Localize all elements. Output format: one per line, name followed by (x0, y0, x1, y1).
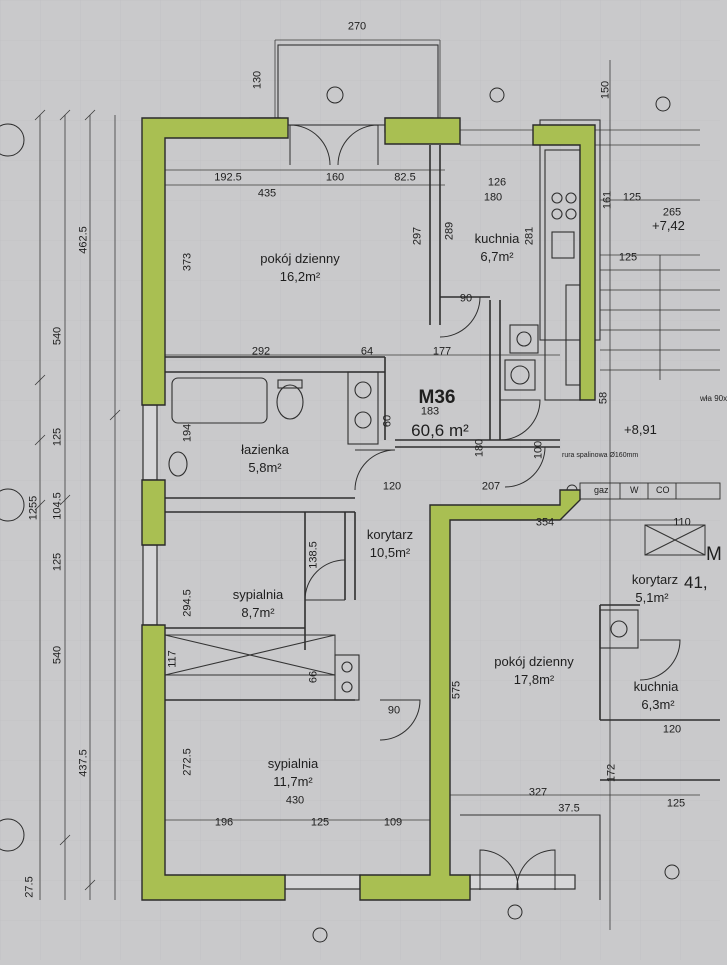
dim-v: 1255 (27, 495, 40, 521)
dim-h: 183 (420, 405, 440, 418)
room-kitchen-area: 6,7m² (480, 249, 514, 264)
dim-h: 64 (360, 345, 374, 358)
dim-h: 196 (214, 816, 234, 829)
dim-h: 109 (383, 816, 403, 829)
dim-v: 294.5 (181, 589, 194, 617)
room-n-kitchen-area: 6,3m² (641, 697, 675, 712)
dim-h: 177 (432, 345, 452, 358)
dim-h: 192.5 (214, 171, 242, 184)
wardrobe (164, 524, 706, 676)
room-n-living-area: 17,8m² (513, 672, 555, 687)
dim-h: 126 (487, 176, 507, 189)
dim-h: 265 (662, 206, 682, 219)
room-n-kitchen-name: kuchnia (633, 679, 679, 694)
dim-v: 58 (597, 391, 610, 405)
dim-h: 82.5 (394, 171, 416, 184)
dim-v: 462.5 (77, 226, 90, 254)
room-corridor-name: korytarz (366, 527, 414, 542)
dim-v: 66 (307, 670, 320, 684)
dim-v: 100 (532, 440, 545, 460)
dimension-lines (39, 39, 700, 930)
dim-v: 373 (181, 252, 194, 272)
dimension-ticks (34, 109, 121, 891)
door-swings (289, 124, 681, 891)
dim-v: 281 (523, 226, 536, 246)
dim-v: 117 (166, 650, 179, 668)
room-bedroom2-area: 11,7m² (273, 774, 313, 789)
neighbor-unit-id: M (706, 544, 722, 565)
load-bearing-walls (141, 117, 596, 901)
dim-v: 125 (51, 552, 64, 572)
dim-v: 540 (51, 326, 64, 346)
dim-h: 90 (459, 292, 473, 305)
room-living-area: 16,2m² (279, 269, 321, 284)
level-marker: +8,91 (624, 422, 657, 437)
dim-h: 37.5 (558, 802, 580, 815)
dim-v: 575 (450, 680, 463, 700)
neighbor-unit-area: 41, (684, 573, 708, 592)
room-bedroom2-name: sypialnia (267, 756, 319, 771)
dim-h: 125 (618, 251, 638, 264)
dim-h: 90 (387, 704, 401, 717)
grid-axis-markers (0, 86, 680, 943)
dim-h: 435 (257, 187, 277, 200)
room-kitchen-name: kuchnia (474, 231, 520, 246)
room-n-corridor-name: korytarz (631, 572, 679, 587)
room-bedroom1-area: 8,7m² (241, 605, 275, 620)
room-corridor-area: 10,5m² (369, 545, 411, 560)
dim-h: 125 (310, 816, 330, 829)
room-bathroom-name: łazienka (241, 442, 289, 457)
wall-panel-note: wła 90x (700, 394, 727, 403)
room-living-name: pokój dzienny (260, 251, 340, 266)
dim-h: 125 (622, 191, 642, 204)
room-bedroom1-name: sypialnia (232, 587, 284, 602)
balcony-outline (277, 44, 601, 900)
dim-h: 125 (666, 797, 686, 810)
dim-v: 104.5 (51, 492, 64, 520)
dim-h: 207 (481, 480, 501, 493)
dim-v: 27.5 (23, 876, 36, 898)
dim-v: 60 (381, 414, 394, 428)
room-n-living-name: pokój dzienny (494, 654, 574, 669)
dim-v: 125 (51, 427, 64, 447)
room-n-corridor-area: 5,1m² (635, 590, 669, 605)
dim-h: 327 (528, 786, 548, 799)
meter-label-gas: gaz (594, 485, 609, 495)
bathroom-fixtures (168, 324, 539, 477)
dim-h: 430 (285, 794, 305, 807)
dim-v: 172 (605, 763, 618, 783)
dim-v: 272.5 (181, 748, 194, 776)
unit-area: 60,6 m² (411, 421, 469, 440)
dim-v: 194 (181, 423, 194, 443)
dim-h: 270 (347, 20, 367, 33)
dim-v: 540 (51, 645, 64, 665)
dim-v: 180 (473, 438, 486, 458)
duct-note: rura spalinowa Ø160mm (562, 452, 639, 459)
staircase (600, 255, 720, 380)
dim-v: 437.5 (77, 749, 90, 777)
dim-h: 120 (382, 480, 402, 493)
dim-v: 150 (599, 80, 612, 100)
unit-id: M36 (418, 387, 456, 408)
dim-h: 110 (673, 516, 691, 529)
dim-v: 161 (601, 190, 614, 210)
dim-v: 289 (443, 221, 456, 241)
meter-label-water: W (630, 485, 639, 495)
dim-h: 180 (483, 191, 503, 204)
dim-h: 354 (535, 516, 555, 529)
dim-h: 120 (662, 723, 682, 736)
meter-label-heating: CO (656, 485, 670, 495)
dim-h: 160 (325, 171, 345, 184)
dim-v: 138.5 (307, 541, 320, 569)
room-bathroom-area: 5,8m² (248, 460, 282, 475)
dim-v: 130 (251, 70, 264, 90)
level-marker: +7,42 (652, 218, 685, 233)
dim-h: 292 (251, 345, 271, 358)
dim-v: 297 (411, 226, 424, 246)
